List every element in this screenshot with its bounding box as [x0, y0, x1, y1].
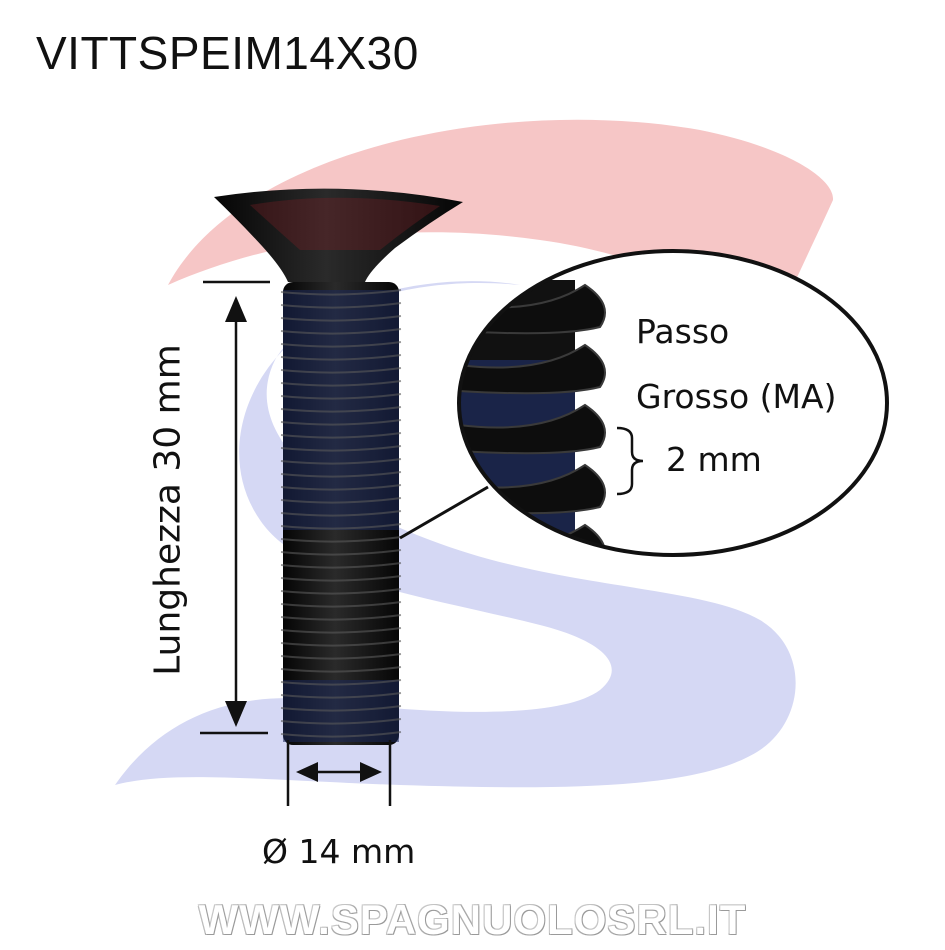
thread-ridge — [280, 445, 402, 452]
thread-ridge — [280, 406, 402, 413]
thread-ridge — [280, 419, 402, 426]
thread-ridge — [280, 653, 402, 660]
thread-ridge — [280, 458, 402, 465]
thread-ridge — [280, 575, 402, 582]
thread-detail-magnified — [459, 280, 606, 555]
thread-ridge — [280, 315, 402, 322]
brand-watermark-blue-s — [115, 281, 796, 788]
screw-threads — [280, 289, 402, 738]
thread-ridge — [280, 393, 402, 400]
product-code: VITTSPEIM14X30 — [36, 27, 419, 79]
thread-ridge — [280, 510, 402, 517]
length-arrow-down — [225, 701, 247, 727]
length-arrow-up — [225, 296, 247, 322]
thread-ridge — [280, 497, 402, 504]
thread-detail-ellipse — [457, 249, 889, 557]
thread-ridge — [280, 627, 402, 634]
pitch-label-line2: Grosso (MA) — [636, 377, 837, 416]
magnified-thread-ridge — [459, 403, 606, 455]
thread-ridge — [280, 432, 402, 439]
thread-ridge — [280, 705, 402, 712]
magnified-thread-ridge — [459, 283, 606, 335]
screw-head — [214, 188, 463, 282]
thread-ridge — [280, 341, 402, 348]
thread-ridge — [280, 523, 402, 530]
callout-leader-line — [399, 485, 489, 540]
website-watermark: WWW.SPAGNUOLOSRL.IT — [198, 896, 747, 943]
thread-ridge — [280, 614, 402, 621]
thread-ridge — [280, 289, 402, 296]
screw-head-tint — [250, 197, 440, 250]
thread-ridge — [280, 640, 402, 647]
diameter-arrow-left — [296, 762, 318, 782]
thread-ridge — [280, 601, 402, 608]
thread-ridge — [280, 536, 402, 543]
thread-ridge — [280, 731, 402, 738]
thread-ridge — [280, 471, 402, 478]
thread-ridge — [280, 679, 402, 686]
thread-ridge — [280, 367, 402, 374]
thread-ridge — [280, 562, 402, 569]
diameter-arrow-right — [360, 762, 382, 782]
length-label: Lunghezza 30 mm — [147, 344, 189, 676]
magnified-thread-ridge — [459, 343, 606, 395]
pitch-value: 2 mm — [666, 440, 762, 479]
thread-ridge — [280, 666, 402, 673]
thread-ridge — [280, 380, 402, 387]
thread-ridge — [280, 549, 402, 556]
thread-ridge — [280, 484, 402, 491]
thread-ridge — [280, 302, 402, 309]
pitch-label-line1: Passo — [636, 312, 730, 351]
diameter-label: Ø 14 mm — [262, 832, 416, 871]
brand-watermark-red-arc — [168, 119, 834, 350]
thread-ridge — [280, 354, 402, 361]
thread-ridge — [280, 328, 402, 335]
thread-ridge — [280, 588, 402, 595]
pitch-brace — [616, 426, 644, 496]
thread-ridge — [280, 692, 402, 699]
thread-ridge — [280, 718, 402, 725]
